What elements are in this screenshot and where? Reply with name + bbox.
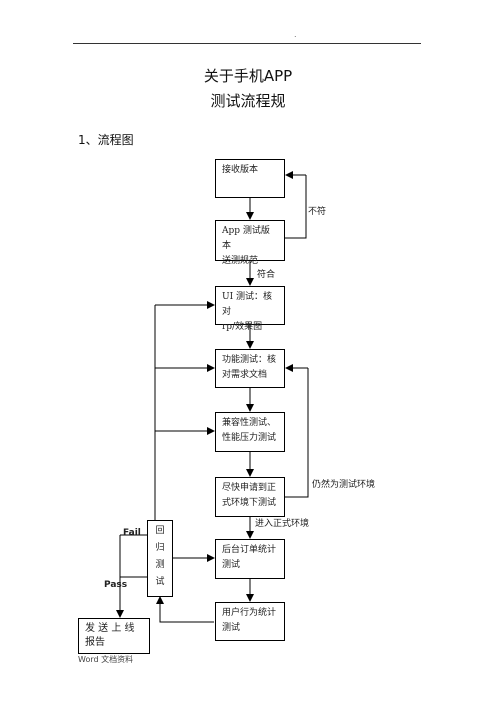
page-title-line-1: 关于手机APP	[203, 67, 293, 85]
section-heading: 1、流程图	[78, 133, 134, 147]
box-prod-env-test: 尽快申请到正 式环境下测试	[215, 477, 285, 517]
box-compat-perf-test: 兼容性测试、 性能压力测试	[215, 412, 285, 452]
label-still-test-env: 仍然为测试环境	[312, 480, 376, 490]
label-fail: Fail	[123, 528, 141, 538]
loop-not-match	[284, 175, 307, 239]
behavior-to-regress	[156, 596, 214, 623]
box-function-test: 功能测试：核 对需求文档	[215, 349, 285, 388]
label-enter-prod-env: 进入正式环境	[255, 519, 310, 529]
box-backend-order-test: 后台订单统计 测试	[215, 539, 285, 579]
box-app-test-spec: App 测试版本 送测规范	[215, 220, 285, 266]
page-title-line-2: 测试流程规	[210, 92, 286, 110]
box-receive-version: 接收版本	[215, 159, 285, 198]
label-not-match: 不符	[308, 207, 327, 217]
footer-text: Word 文档资料	[78, 655, 134, 664]
box-send-release-report: 发 送 上 线 报告	[78, 618, 150, 654]
box-regression-test: 回 归 测 试	[147, 520, 173, 597]
header-rule	[73, 43, 421, 44]
label-match: 符合	[257, 270, 276, 280]
label-pass: Pass	[104, 580, 128, 590]
loop-still-test-env	[284, 368, 309, 498]
header-mark: .	[294, 30, 297, 39]
box-ui-test: UI 测试：核对 rp/效果图	[215, 286, 285, 332]
box-user-behavior-test: 用户行为统计 测试	[215, 602, 285, 641]
